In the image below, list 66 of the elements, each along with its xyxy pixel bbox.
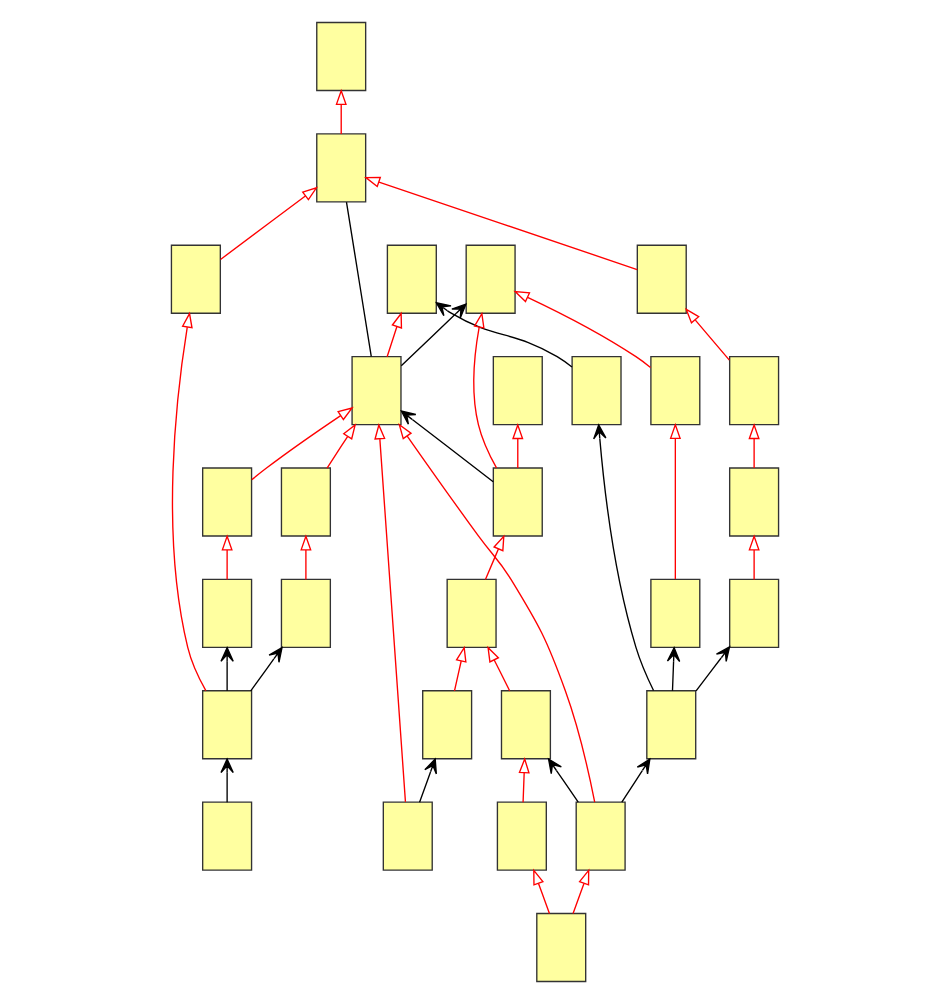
node-box [279, 467, 331, 537]
node-box [728, 578, 779, 648]
node-box [385, 244, 436, 314]
arrow [511, 422, 523, 469]
node-box [169, 244, 220, 314]
node-box [649, 578, 700, 648]
arrow [170, 311, 206, 692]
node-box [728, 356, 779, 426]
arrow [512, 290, 651, 369]
node-box [499, 690, 551, 760]
node-box [201, 690, 252, 760]
node-box [635, 244, 686, 314]
arrow [373, 423, 406, 803]
node-box [728, 467, 779, 537]
arrow [747, 422, 759, 469]
node-box [535, 912, 586, 983]
arrow [249, 647, 282, 692]
arrow [299, 534, 311, 581]
node-box [570, 356, 621, 426]
connector [344, 201, 371, 357]
arrow [397, 423, 595, 803]
arrow [620, 758, 650, 803]
arrow [452, 645, 466, 692]
node-box [201, 578, 252, 648]
node-box [315, 21, 366, 92]
arrow [592, 424, 654, 692]
arrow [417, 758, 436, 803]
arrow [668, 422, 681, 580]
node-box [495, 801, 546, 871]
node-box [491, 356, 542, 426]
arrow [571, 868, 589, 915]
arrow [683, 307, 730, 361]
node-box [491, 467, 542, 537]
arrow [218, 186, 318, 261]
node-box [464, 244, 515, 314]
node-box [421, 690, 472, 760]
node-box [381, 801, 432, 871]
arrow [219, 758, 233, 803]
arrow [399, 303, 466, 367]
arrow [334, 88, 346, 135]
arrow [546, 758, 578, 803]
node-box [315, 133, 366, 203]
node-box [574, 801, 625, 871]
arrow [220, 534, 232, 581]
node-box [279, 578, 331, 648]
node-box [201, 801, 252, 871]
arrow [385, 311, 402, 358]
arrow [219, 647, 233, 692]
node-box [201, 467, 252, 537]
arrow [694, 646, 730, 692]
node-box [649, 356, 700, 426]
node-box [350, 356, 401, 426]
arrow [250, 406, 353, 481]
arrow [532, 868, 550, 915]
arrow [483, 534, 504, 581]
node-box [645, 690, 696, 760]
arrow [665, 647, 680, 692]
arrow [747, 534, 759, 581]
arrow [399, 410, 493, 483]
arrow [486, 645, 510, 692]
arrow [434, 302, 572, 368]
arrow [472, 311, 497, 469]
arrow [325, 423, 356, 469]
node-box [445, 578, 496, 648]
arrow [362, 176, 637, 271]
arrow [517, 757, 529, 803]
